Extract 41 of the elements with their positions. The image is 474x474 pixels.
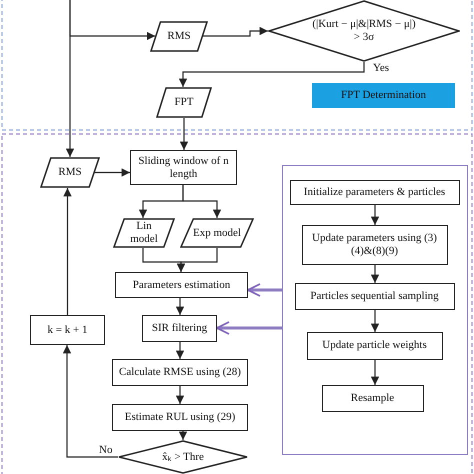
arrow: [178, 431, 188, 440]
arrow: [94, 168, 130, 177]
label-banner: FPT Determination: [312, 83, 455, 108]
arrow: [370, 360, 380, 385]
arrow: [202, 26, 268, 37]
arrow: [66, 0, 74, 157]
arrow: [180, 118, 188, 150]
arrow: [216, 321, 282, 335]
arrow: [176, 298, 184, 315]
data-parallelogram: Exp model: [180, 218, 254, 248]
process-box: Update parameters using (3)(4)&(8)(9): [302, 224, 448, 264]
decision-diamond: (|Kurt − μ|&|RMS − μ|) > 3σ: [268, 0, 460, 62]
arrow: [63, 188, 72, 315]
arrow: [176, 248, 218, 272]
data-parallelogram: FPT: [156, 87, 212, 118]
edge-label: No: [98, 445, 114, 456]
decision-diamond: x̂ₖ > Thre: [118, 440, 248, 474]
group-frame: [282, 165, 468, 455]
arrow: [247, 283, 282, 297]
arrow: [370, 310, 380, 332]
arrow: [370, 265, 380, 283]
process-box: Sliding window of n length: [130, 150, 237, 185]
edge-label: Yes: [372, 63, 390, 74]
process-box: Update particle weights: [306, 332, 442, 360]
arrow: [370, 205, 380, 225]
process-box: Parameters estimation: [115, 272, 248, 298]
arrow: [62, 345, 118, 458]
process-box: k = k + 1: [30, 315, 105, 345]
arrow: [176, 342, 184, 359]
data-parallelogram: RMS: [150, 21, 208, 52]
process-box: Calculate RMSE using (28): [112, 359, 248, 386]
process-box: Initialize parameters & particles: [290, 180, 460, 204]
process-box: SIR filtering: [142, 315, 217, 342]
data-parallelogram: Lin model: [113, 218, 175, 248]
process-box: Particles sequential sampling: [294, 282, 454, 310]
arrow: [176, 386, 184, 404]
process-box: Estimate RUL using (29): [112, 404, 248, 431]
arrow: [182, 185, 222, 218]
arrow: [178, 62, 365, 87]
process-box: Resample: [322, 384, 424, 412]
data-parallelogram: RMS: [40, 157, 100, 188]
